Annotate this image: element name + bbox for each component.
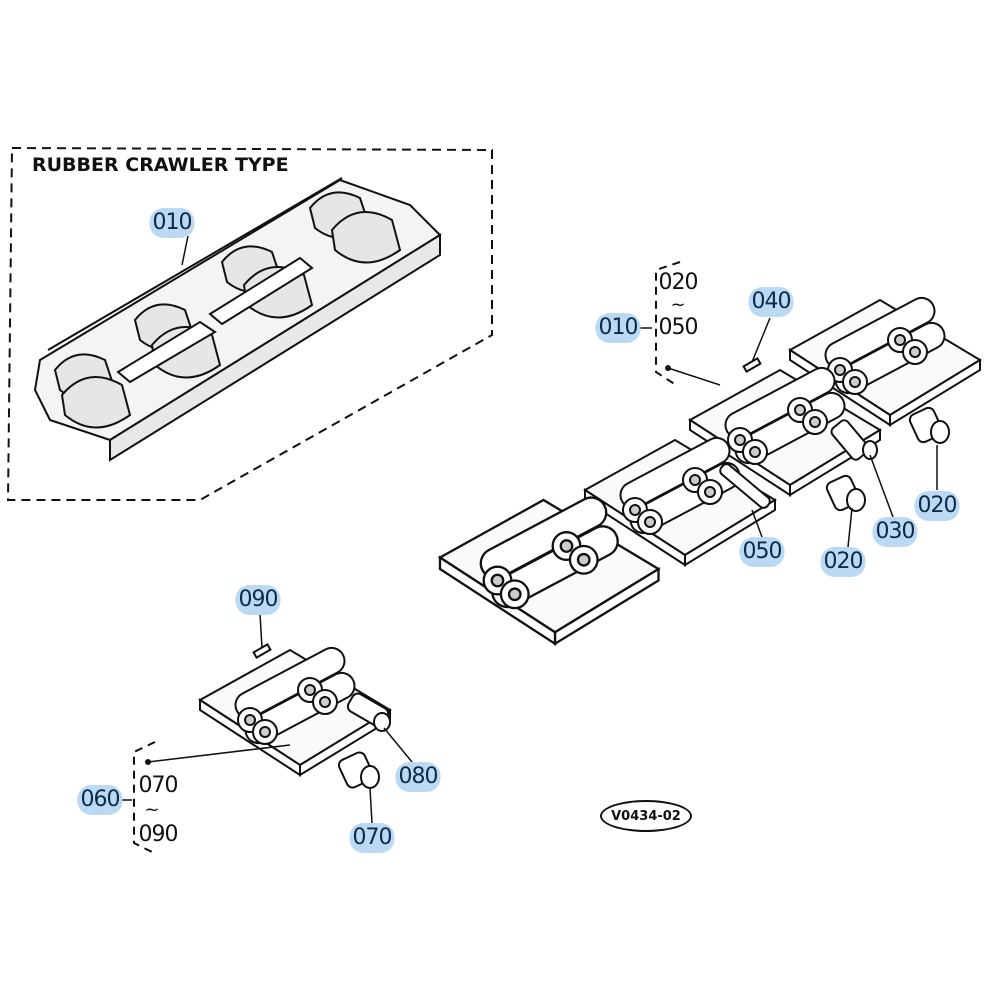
track-link-assembly — [583, 436, 777, 567]
loose-parts — [252, 357, 950, 789]
range-symbol: ~ — [670, 294, 686, 316]
track-link-assembly — [198, 646, 392, 777]
range-start-020: 020 — [658, 270, 699, 295]
pin-030 — [830, 419, 878, 461]
range-symbol-2: ~ — [144, 799, 160, 821]
callout-070[interactable]: 070 — [349, 823, 395, 853]
range-start-070: 070 — [138, 773, 179, 798]
diagram-title: RUBBER CRAWLER TYPE — [32, 154, 289, 176]
callout-060[interactable]: 060 — [77, 785, 123, 815]
range-end-090: 090 — [138, 822, 179, 847]
callout-020-right[interactable]: 020 — [914, 491, 960, 521]
leader-lines — [116, 317, 938, 824]
bushing-020-right — [908, 406, 950, 444]
range-end-050: 050 — [658, 315, 699, 340]
callout-050[interactable]: 050 — [739, 537, 785, 567]
leader-line — [181, 235, 189, 266]
bushing-070 — [337, 751, 380, 789]
track-link-assembly — [788, 296, 982, 427]
rubber-crawler-pad — [33, 177, 442, 462]
bushing-020-mid — [825, 474, 866, 512]
reference-code: V0434-02 — [600, 800, 692, 832]
callout-090[interactable]: 090 — [235, 585, 281, 615]
bolt-090 — [252, 643, 272, 659]
callout-010-steel[interactable]: 010 — [595, 313, 641, 343]
pin-050 — [719, 463, 771, 509]
callout-010-rubber-crawler[interactable]: 010 — [149, 208, 195, 238]
callout-080[interactable]: 080 — [395, 762, 441, 792]
track-link-assembly — [437, 496, 661, 646]
callout-040[interactable]: 040 — [748, 287, 794, 317]
rubber-crawler-group-outline — [6, 146, 493, 501]
pin-080 — [346, 692, 391, 732]
callout-020-mid[interactable]: 020 — [820, 547, 866, 577]
bolt-040 — [742, 357, 762, 373]
callout-030[interactable]: 030 — [872, 517, 918, 547]
